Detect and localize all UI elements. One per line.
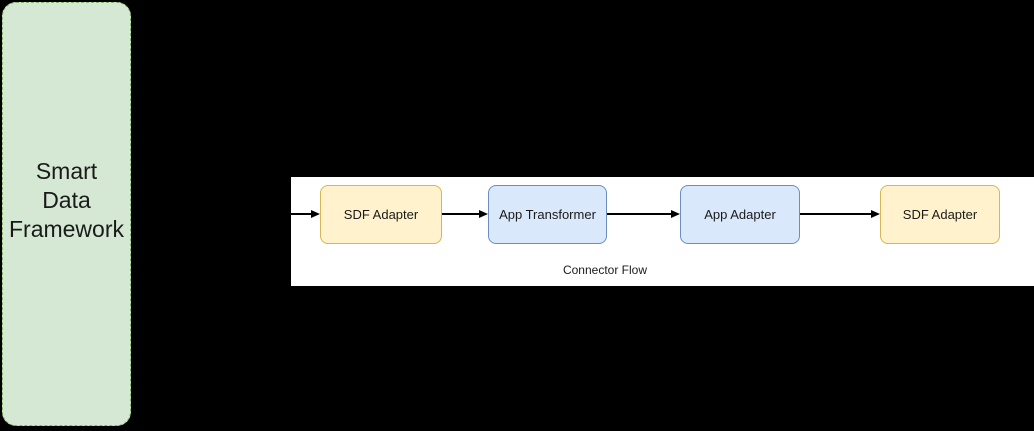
node-label: App Transformer — [499, 207, 596, 222]
node-label: SDF Adapter — [902, 207, 978, 222]
node-app-transformer[interactable]: App Transformer — [488, 185, 607, 244]
connector-flow-container: SDF Adapter App Transformer App Adapter … — [291, 177, 1034, 286]
node-sdf-adapter-out[interactable]: SDF Adapter — [880, 185, 1000, 244]
framework-label-line-3: Framework — [8, 215, 124, 242]
arrowhead-icon — [871, 210, 880, 218]
arrow-shaft — [800, 213, 871, 215]
arrow-shaft — [607, 213, 671, 215]
flow-arrow-transformer-to-app-adapter — [607, 207, 680, 221]
connector-flow-label: Connector Flow — [562, 263, 648, 277]
smart-data-framework-label: Smart Data Framework — [9, 157, 124, 244]
node-label: App Adapter — [704, 207, 776, 222]
arrowhead-icon — [671, 210, 680, 218]
framework-label-line-2: Data — [42, 186, 91, 213]
arrow-shaft — [291, 213, 311, 215]
flow-arrow-into-sdf-adapter — [291, 207, 320, 221]
node-label: SDF Adapter — [343, 207, 419, 222]
flow-arrow-app-adapter-to-sdf — [800, 207, 880, 221]
arrowhead-icon — [479, 210, 488, 218]
smart-data-framework-box[interactable]: Smart Data Framework — [2, 2, 131, 426]
arrow-shaft — [442, 213, 479, 215]
framework-label-line-1: Smart — [35, 157, 98, 184]
node-app-adapter[interactable]: App Adapter — [680, 185, 800, 244]
node-sdf-adapter-in[interactable]: SDF Adapter — [320, 185, 442, 244]
arrowhead-icon — [311, 210, 320, 218]
flow-arrow-sdf-to-transformer — [442, 207, 488, 221]
